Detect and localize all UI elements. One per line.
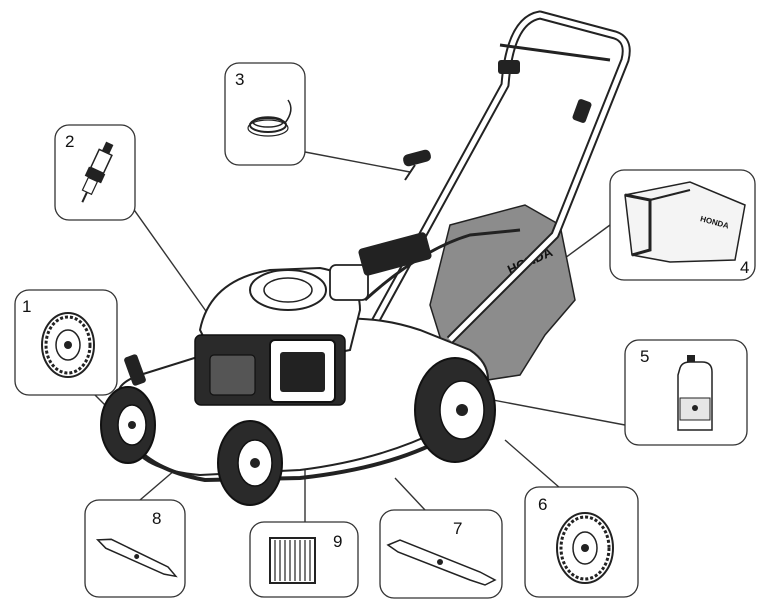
callout-number-5: 5 [640, 347, 649, 366]
callout-3: 3 [225, 63, 305, 165]
control-bar [500, 45, 610, 60]
callout-number-4: 4 [740, 258, 749, 277]
callout-5: 5 [625, 340, 747, 445]
front-left-wheel [101, 387, 155, 463]
callout-number-8: 8 [152, 509, 161, 528]
rear-right-wheel [415, 358, 495, 462]
carburetor [210, 355, 255, 395]
callout-number-2: 2 [65, 132, 74, 151]
leader-line-7 [395, 478, 425, 510]
rear-wheel-icon [42, 313, 94, 377]
callout-number-3: 3 [235, 70, 244, 89]
callout-number-1: 1 [22, 297, 31, 316]
engine-top-plate [358, 231, 433, 276]
leader-line-8 [140, 470, 175, 500]
callout-number-9: 9 [333, 532, 342, 551]
callout-6: 6 [525, 487, 638, 597]
recoil-starter [250, 270, 326, 310]
lawn-mower-illustration: HONDA [101, 15, 626, 505]
callout-2: 2 [55, 125, 135, 220]
callout-4: 4 HONDA [610, 170, 755, 280]
callout-7: 7 [380, 510, 502, 598]
front-right-wheel [218, 421, 282, 505]
handle-clip [498, 60, 520, 74]
starter-grip [402, 149, 432, 168]
wheel-icon [557, 513, 613, 583]
leader-line-3 [305, 152, 410, 172]
callout-8: 8 [85, 500, 185, 597]
fuel-tank [330, 265, 368, 300]
leader-line-4 [565, 225, 610, 258]
callout-number-6: 6 [538, 495, 547, 514]
callout-9: 9 [250, 522, 358, 597]
air-filter-icon [270, 538, 315, 583]
oil-bottle-icon [678, 355, 712, 430]
callout-number-7: 7 [453, 519, 462, 538]
handle-grip [572, 98, 593, 123]
callout-1: 1 [15, 290, 117, 395]
leader-line-6 [505, 440, 560, 488]
